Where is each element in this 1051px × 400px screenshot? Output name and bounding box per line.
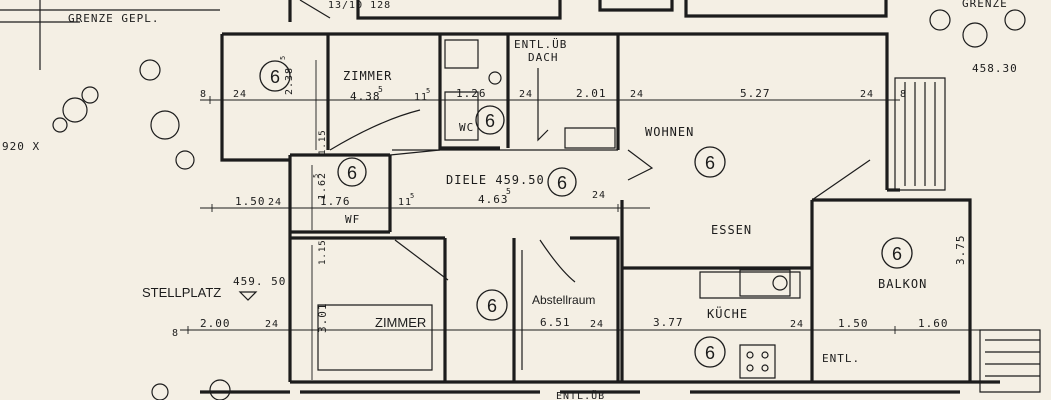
dim-150-left: 1.50: [235, 195, 266, 208]
room-circle-diele: 6: [547, 167, 577, 197]
dim-11-mid-sup: 5: [410, 192, 415, 200]
svg-text:6: 6: [485, 111, 495, 131]
height-162-sup: 5: [312, 173, 320, 178]
room-circle-kueche: 6: [694, 336, 726, 368]
room-circle-wohnen: 6: [694, 146, 726, 178]
zimmer-top-height: 2.38: [284, 67, 295, 95]
dim-8-bottom: 8: [172, 328, 179, 339]
interior-walls: [290, 34, 814, 382]
svg-text:6: 6: [705, 343, 715, 363]
bottom-partial-label: ENTL.ÜB: [556, 389, 605, 400]
abstellraum-dim: 6.51: [540, 316, 571, 329]
dim-24-d: 24: [860, 89, 874, 100]
zimmer-top-height-sup: 5: [279, 55, 287, 60]
dim-24-e: 24: [268, 197, 282, 208]
dim-24-a: 24: [233, 89, 247, 100]
dim-24-f: 24: [592, 190, 606, 201]
dim-24-b: 24: [519, 89, 533, 100]
dim-8-top: 8: [200, 89, 207, 100]
room-circle-wf: 6: [337, 157, 367, 187]
svg-text:6: 6: [557, 173, 567, 193]
kueche-dim: 3.77: [653, 316, 684, 329]
dim-11-mid: 11: [398, 197, 412, 208]
svg-text:6: 6: [892, 244, 902, 264]
room-circle-zimmer-bottom: 6: [476, 289, 508, 321]
abstellraum-label: Abstellraum: [532, 293, 595, 307]
fixtures: [317, 39, 1041, 393]
plan-labels: GRENZE GEPL. GRENZE 458.30 920 X 13/10 1…: [2, 0, 1018, 400]
dim-24-i: 24: [790, 319, 804, 330]
room-circle-balkon: 6: [881, 237, 913, 269]
elevation-marker: [238, 291, 258, 301]
svg-text:6: 6: [270, 67, 280, 87]
zimmer-bottom-label: ZIMMER: [375, 315, 426, 330]
dim-160: 1.60: [918, 317, 949, 330]
stellplatz-label: STELLPLATZ: [142, 285, 221, 300]
zimmer-top-dim-sup: 5: [378, 85, 384, 94]
height-375: 3.75: [954, 235, 967, 266]
stellplatz-elevation: 459. 50: [233, 275, 286, 288]
entl-dach-label-1: ENTL.ÜB: [514, 38, 567, 51]
dimension-lines: [0, 0, 1000, 380]
elevation-right-label: 458.30: [972, 62, 1018, 75]
diele-dim-sup: 5: [506, 187, 512, 196]
upper-neighbor-walls: [288, 0, 888, 22]
zimmer-top-label: ZIMMER: [343, 69, 392, 83]
outer-walls: [220, 32, 1000, 384]
dim-201: 2.01: [576, 87, 607, 100]
zimmer-top-dim: 4.38: [350, 90, 381, 103]
entl-label: ENTL.: [822, 352, 860, 365]
balkon-label: BALKON: [878, 277, 927, 291]
top-partial-label: 13/10 128: [328, 0, 391, 11]
entl-dach-label-2: DACH: [528, 51, 559, 64]
grenze-left-label: GRENZE GEPL.: [68, 12, 159, 25]
room-markers: 6 6 6 6 6 6 6 6: [259, 60, 913, 368]
room-circle-zimmer-top: 6: [259, 60, 291, 92]
vegetation: [52, 9, 1026, 400]
dim-150-balkon: 1.50: [838, 317, 869, 330]
dim-24-h: 24: [590, 319, 604, 330]
room-circle-wc: 6: [475, 105, 505, 135]
kueche-label: KÜCHE: [707, 305, 748, 321]
dim-24-c: 24: [630, 89, 644, 100]
dim-8-right: 8: [900, 89, 907, 100]
dim-11-top-sup: 5: [426, 87, 431, 95]
wf-label: WF: [345, 213, 360, 226]
height-301: 3.01: [316, 303, 329, 334]
diele-dim: 4.63: [478, 193, 509, 206]
height-115-top: 1.15: [318, 129, 328, 155]
height-115-bottom: 1.15: [318, 239, 328, 265]
wohnen-label: WOHNEN: [645, 125, 694, 139]
svg-text:6: 6: [487, 296, 497, 316]
wc-label: WC: [459, 121, 474, 134]
elevation-left-label: 920 X: [2, 140, 40, 153]
height-162: 1.62: [317, 172, 328, 200]
dim-200: 2.00: [200, 317, 231, 330]
dim-176: 1.76: [320, 195, 351, 208]
grenze-right-label: GRENZE: [962, 0, 1008, 10]
dim-126: 1.26: [456, 87, 487, 100]
diele-label: DIELE 459.50: [446, 173, 545, 187]
essen-label: ESSEN: [711, 223, 752, 237]
dim-24-g: 24: [265, 319, 279, 330]
svg-text:6: 6: [705, 153, 715, 173]
dim-11-top: 11: [414, 92, 428, 103]
svg-text:6: 6: [347, 163, 357, 183]
dim-527: 5.27: [740, 87, 771, 100]
